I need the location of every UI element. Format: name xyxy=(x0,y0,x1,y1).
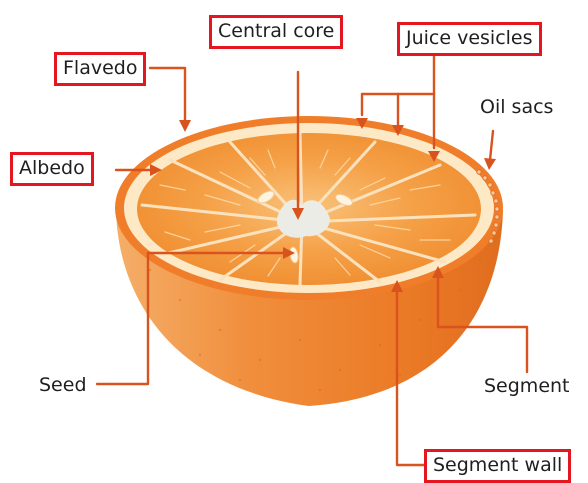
label-segment-text: Segment xyxy=(484,375,570,397)
flavedo-leader xyxy=(150,68,185,122)
label-segment: Segment xyxy=(484,377,570,396)
oil-sacs-leader xyxy=(490,131,493,160)
label-flavedo: Flavedo xyxy=(54,52,146,86)
label-seed: Seed xyxy=(39,376,87,395)
label-central-core-text: Central core xyxy=(218,20,334,42)
label-segment-wall-text: Segment wall xyxy=(433,454,562,476)
label-flavedo-text: Flavedo xyxy=(63,57,137,79)
label-oil-sacs: Oil sacs xyxy=(480,98,553,117)
flavedo-arrowhead xyxy=(179,120,191,132)
label-juice-vesicles: Juice vesicles xyxy=(397,22,542,56)
label-central-core: Central core xyxy=(209,15,343,49)
label-oil-sacs-text: Oil sacs xyxy=(480,96,553,118)
label-seed-text: Seed xyxy=(39,374,87,396)
label-juice-vesicles-text: Juice vesicles xyxy=(406,27,533,49)
label-albedo-text: Albedo xyxy=(19,157,85,179)
central-core xyxy=(277,200,330,238)
label-segment-wall: Segment wall xyxy=(424,449,571,483)
label-albedo: Albedo xyxy=(10,152,94,186)
oil-sacs-arrowhead xyxy=(484,158,496,170)
